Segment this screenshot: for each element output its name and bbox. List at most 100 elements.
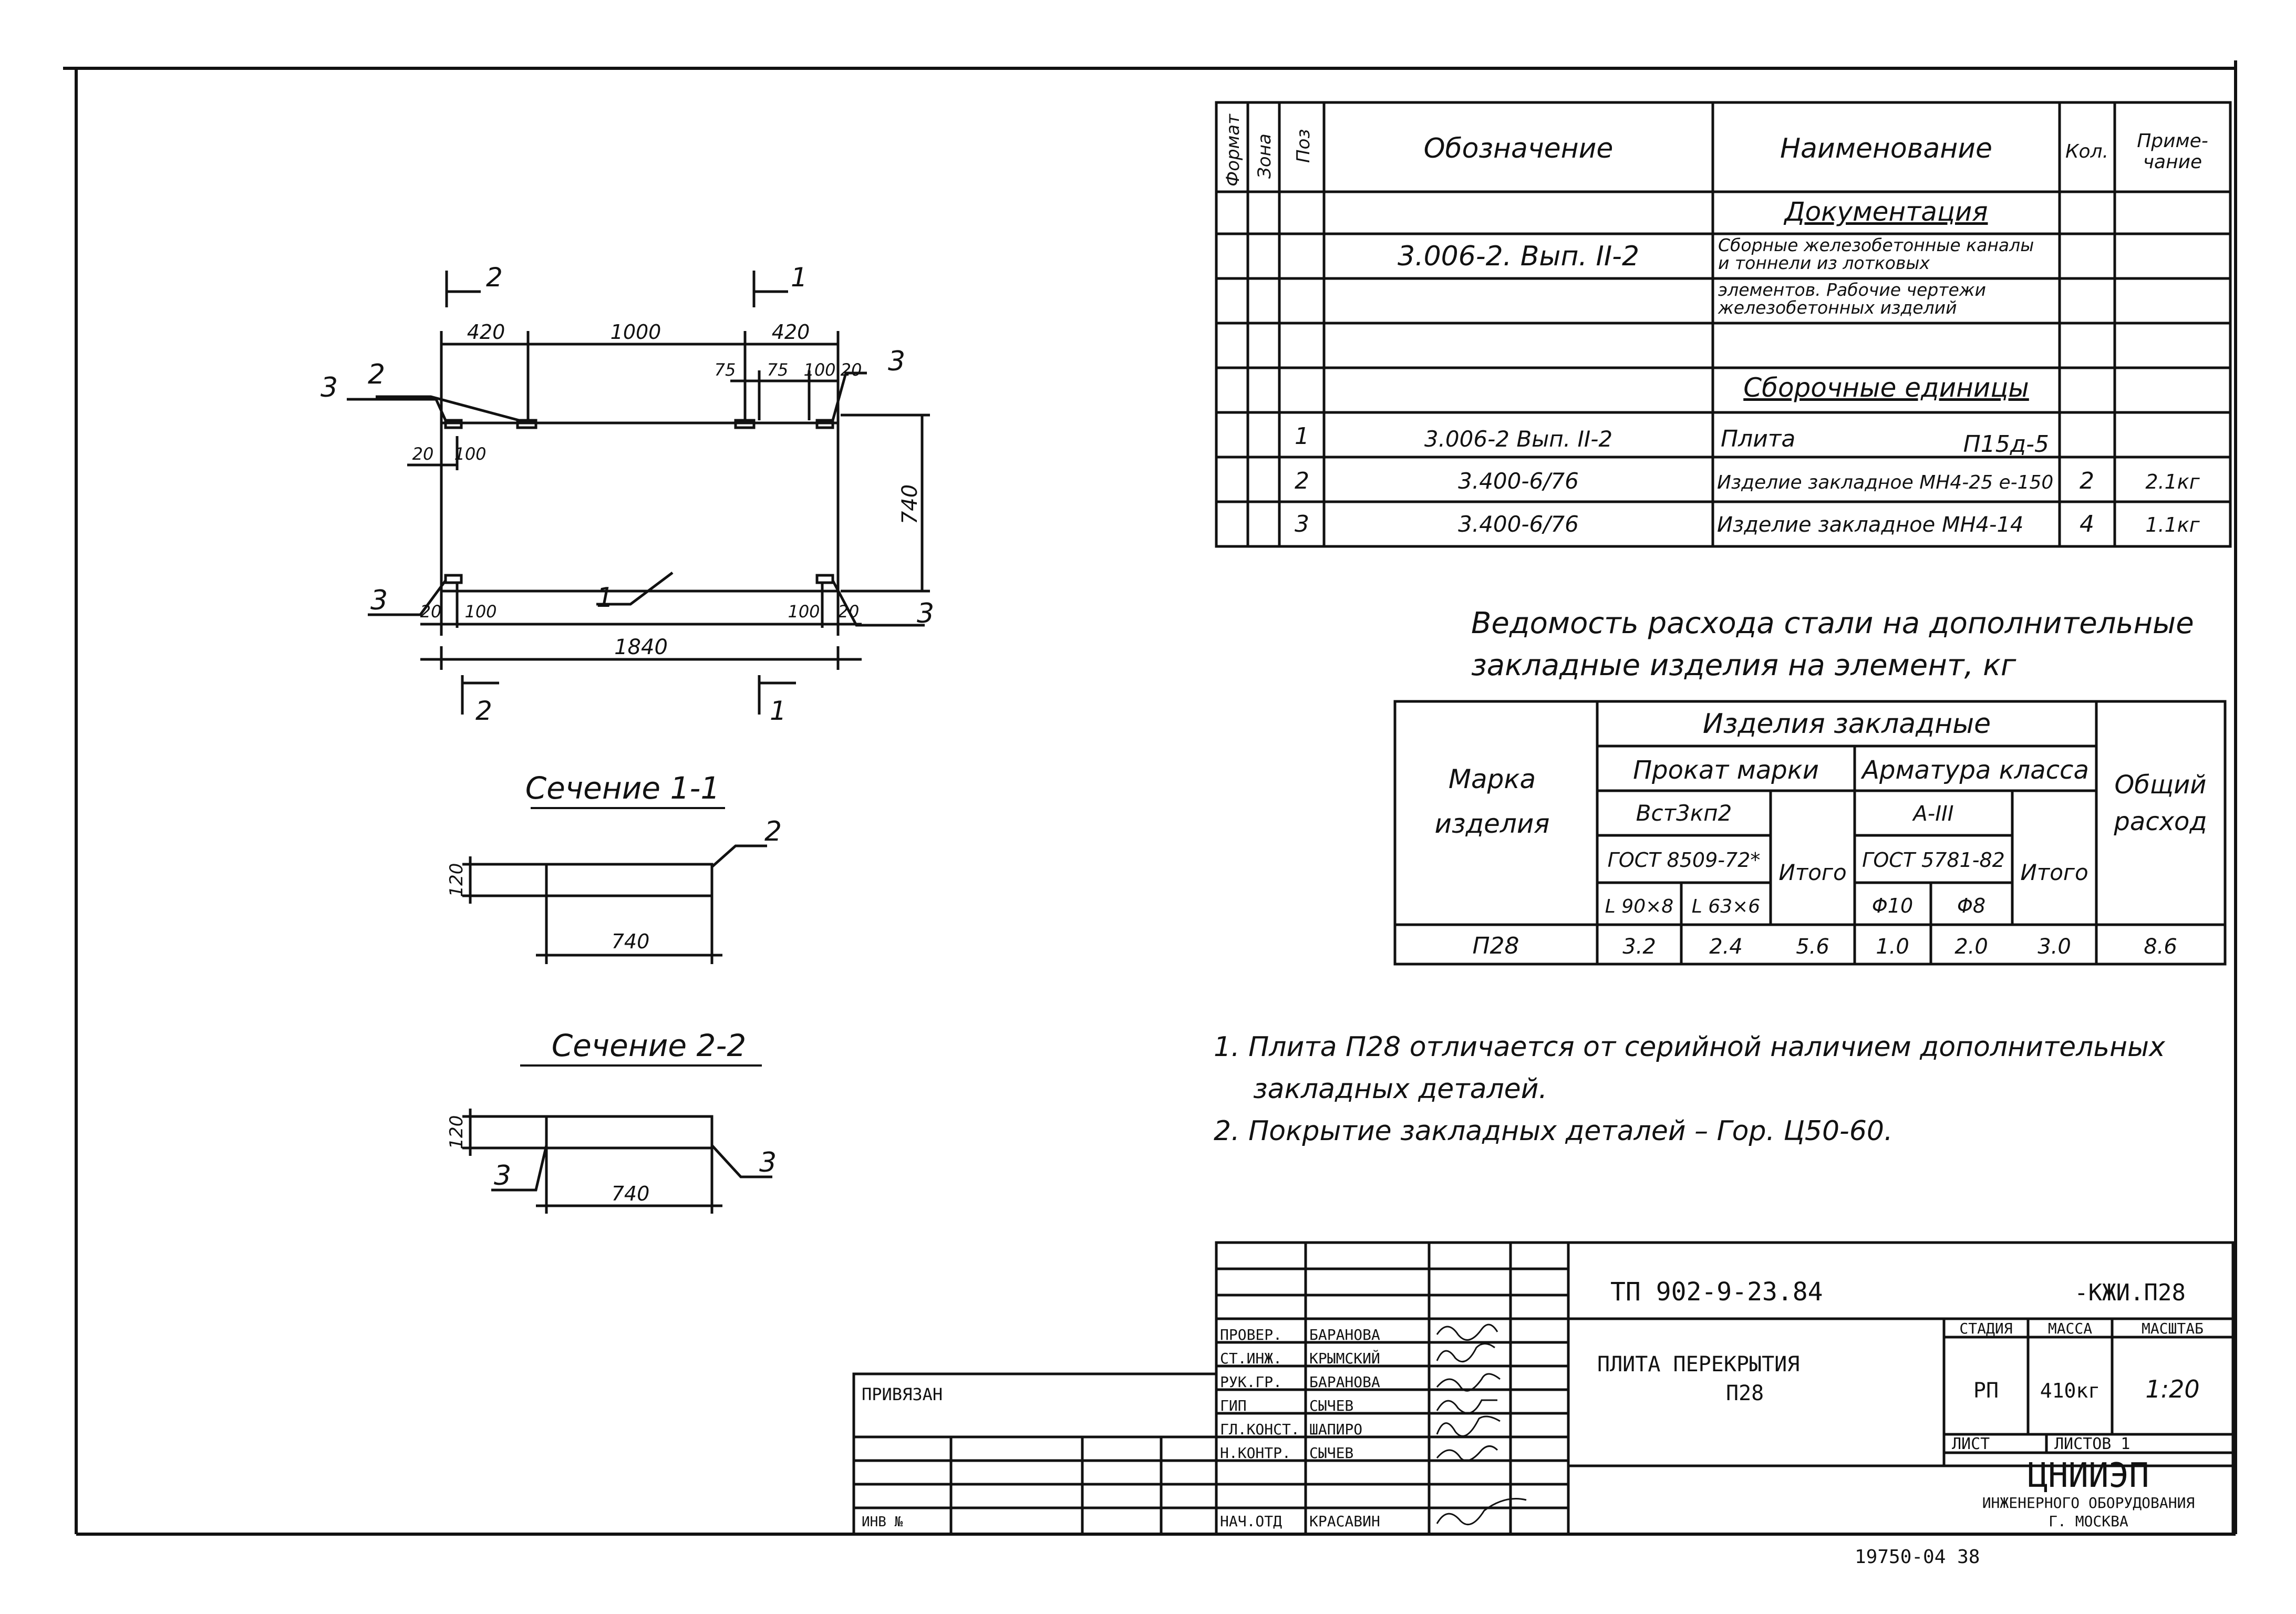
row2-name: Изделие закладное МН4-25 е-150 [1717, 472, 2053, 493]
row2-pos: 2 [1295, 468, 1309, 494]
role-6: Н.КОНТР. [1220, 1444, 1291, 1462]
section-assembly: Сборочные единицы [1743, 373, 2029, 403]
leader-2-top: 2 [368, 359, 385, 390]
dim-100-c: 100 [464, 602, 497, 622]
steel-overall-2: расход [2113, 807, 2207, 836]
doc-name-line-3: элементов. Рабочие чертежи [1718, 280, 1986, 300]
steel-table: Ведомость расхода стали на дополнительны… [1393, 606, 2227, 966]
steel-title-2: закладные изделия на элемент, кг [1471, 648, 2016, 682]
section-1-leader: 2 [764, 816, 782, 847]
row1-pos: 1 [1295, 423, 1309, 450]
dim-420-right: 420 [772, 320, 810, 344]
section-docs: Документация [1784, 196, 1988, 227]
steel-mark-1: Марка [1449, 764, 1536, 794]
row3-designation: 3.400-6/76 [1458, 511, 1579, 537]
org-name: ЦНИИЭП [2028, 1456, 2149, 1495]
section-2-2: Сечение 2-2 120 740 3 3 [446, 1028, 777, 1214]
cut-2-bottom: 2 [475, 696, 492, 726]
doc-name-line-2: и тоннели из лотковых [1718, 253, 1930, 273]
section-1-1: Сечение 1-1 120 740 2 [446, 770, 782, 964]
steel-rebar-class: A-III [1911, 802, 1953, 826]
row2-note: 2.1кг [2145, 470, 2200, 493]
section-2-width: 740 [612, 1182, 650, 1205]
name-7: КРАСАВИН [1309, 1513, 1380, 1530]
steel-prof-2: L 63×6 [1692, 896, 1760, 917]
dim-100-d: 100 [788, 602, 820, 622]
leader-3-top-left: 3 [320, 372, 338, 404]
steel-rebar: Арматура класса [1860, 756, 2089, 785]
steel-prof-1: L 90×8 [1605, 896, 1673, 917]
doc-designation: 3.006-2. Вып. II-2 [1398, 241, 1639, 272]
note-1-cont: закладных деталей. [1253, 1073, 1547, 1105]
steel-grade: Вст3кп2 [1636, 800, 1732, 826]
header-note-1: Приме- [2137, 130, 2208, 152]
role-5: ГЛ.КОНСТ. [1220, 1421, 1300, 1438]
privyazan-label: ПРИВЯЗАН [862, 1384, 943, 1404]
mass-header: МАССА [2048, 1320, 2092, 1337]
role-4: ГИП [1220, 1397, 1247, 1414]
steel-title-1: Ведомость расхода стали на дополнительны… [1471, 606, 2194, 640]
name-5: ШАПИРО [1309, 1421, 1362, 1438]
dim-20-a: 20 [841, 360, 862, 380]
steel-mark-2: изделия [1435, 809, 1550, 839]
dim-75-a: 75 [715, 360, 736, 380]
name-2: КРЫМСКИЙ [1309, 1349, 1380, 1367]
row2-designation: 3.400-6/76 [1458, 468, 1579, 494]
header-qty: Кол. [2065, 141, 2108, 162]
section-2-leader-right: 3 [759, 1147, 777, 1178]
steel-d8: Φ8 [1957, 894, 1985, 917]
name-4: СЫЧЕВ [1309, 1397, 1353, 1414]
steel-row-v4: 2.0 [1954, 935, 1988, 959]
stage-value: РП [1973, 1379, 1999, 1403]
row3-name: Изделие закладное МН4-14 [1717, 513, 2023, 537]
title-block: ТП 902-9-23.84 -КЖИ.П28 ПЛИТА ПЕРЕКРЫТИЯ… [852, 1241, 2235, 1568]
section-2-height: 120 [446, 1115, 467, 1150]
scale-value: 1:20 [2145, 1375, 2199, 1403]
header-name: Наименование [1780, 133, 1992, 164]
row3-qty: 4 [2080, 511, 2094, 537]
note-1: 1. Плита П28 отличается от серийной нали… [1214, 1031, 2166, 1063]
doc-name-line-1: Сборные железобетонные каналы [1718, 235, 2034, 255]
section-2-leader-left: 3 [494, 1160, 511, 1192]
header-designation: Обозначение [1424, 133, 1614, 164]
notes: 1. Плита П28 отличается от серийной нали… [1214, 1031, 2166, 1147]
cut-2-top: 2 [486, 262, 503, 293]
steel-overall-1: Общий [2115, 770, 2207, 800]
cut-1-top: 1 [791, 262, 808, 293]
dim-740-vertical: 740 [898, 484, 922, 524]
row3-pos: 3 [1295, 511, 1309, 537]
header-note-2: чание [2143, 151, 2202, 173]
org-line-3: Г. МОСКВА [2049, 1513, 2128, 1530]
row2-qty: 2 [2080, 468, 2094, 494]
leader-1: 1 [596, 582, 614, 614]
header-pos: Поз [1293, 129, 1314, 163]
doc-code: ТП 902-9-23.84 [1610, 1277, 1823, 1307]
steel-row-v3: 1.0 [1876, 935, 1909, 959]
leader-3-bottom-left: 3 [370, 585, 388, 616]
steel-total-b: Итого [2020, 860, 2088, 885]
name-3: БАРАНОВА [1309, 1373, 1380, 1391]
header-format: Формат [1223, 113, 1244, 187]
role-3: РУК.ГР. [1220, 1373, 1282, 1391]
sheets-label: ЛИСТОВ 1 [2054, 1435, 2130, 1453]
inv-label: ИНВ № [862, 1514, 903, 1530]
role-7: НАЧ.ОТД [1220, 1513, 1282, 1530]
section-2-title: Сечение 2-2 [552, 1028, 747, 1063]
section-1-width: 740 [612, 930, 650, 953]
row1-name: Плита [1721, 426, 1795, 452]
steel-total-a: Итого [1778, 860, 1846, 885]
row1-mark: П15д-5 [1963, 431, 2049, 458]
steel-row-all: 8.6 [2144, 935, 2177, 959]
name-1: БАРАНОВА [1309, 1326, 1380, 1343]
doc-name-1: ПЛИТА ПЕРЕКРЫТИЯ [1597, 1352, 1799, 1377]
footer-number: 19750-04 38 [1855, 1546, 1980, 1568]
dim-75-b: 75 [767, 360, 789, 380]
leader-3-bottom-right: 3 [917, 598, 934, 629]
section-1-height: 120 [446, 863, 467, 897]
leader-3-top-right: 3 [888, 346, 905, 377]
steel-d10: Φ10 [1872, 894, 1913, 917]
steel-rolled: Прокат марки [1633, 756, 1819, 785]
steel-row-t2: 3.0 [2038, 935, 2071, 959]
steel-gost-a: ГОСТ 8509-72* [1608, 849, 1761, 872]
